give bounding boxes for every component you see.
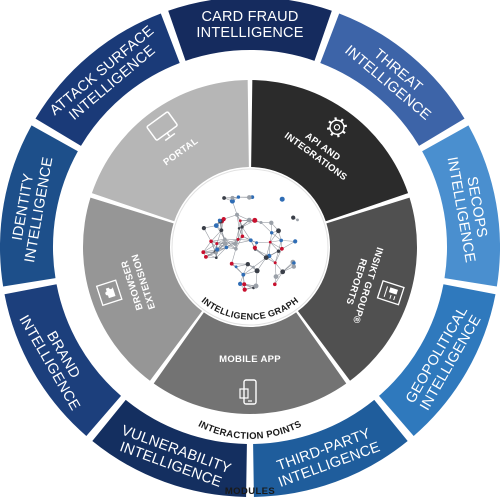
- monitor-icon: [146, 111, 178, 142]
- module-segment: [378, 284, 496, 436]
- interaction-points-label: INTERACTION POINTS: [196, 419, 303, 442]
- network-graph-icon: [201, 195, 299, 292]
- intelligence-graph-hub: INTELLIGENCE GRAPH: [171, 168, 329, 326]
- interaction-point-insikt-group-reports: INSIKT GROUP®REPORTS: [297, 197, 418, 381]
- module-segment: [422, 125, 500, 287]
- report-document-icon: [376, 279, 405, 306]
- interaction-point-api-and-integrations: API ANDINTEGRATIONS: [251, 80, 409, 222]
- module-segment: [0, 125, 78, 287]
- interaction-point-segment: [297, 197, 418, 381]
- module-vulnerability-intelligence: VULNERABILITYINTELLIGENCE: [92, 399, 247, 497]
- interaction-point-segment: [83, 197, 203, 381]
- module-segment: [320, 13, 465, 146]
- interaction-point-segment: [153, 312, 347, 414]
- module-third-party-intelligence: THIRD-PARTYINTELLIGENCE: [253, 399, 408, 497]
- mobile-phone-icon: [239, 379, 257, 405]
- module-segment: [4, 284, 122, 436]
- gear-icon: [326, 117, 348, 138]
- module-secops-intelligence: SECOPSINTELLIGENCE: [422, 125, 500, 287]
- interaction-point-segment: [251, 80, 409, 222]
- interaction-point-segment: [91, 80, 249, 222]
- module-segment: [253, 399, 408, 497]
- modules-label: MODULES: [224, 486, 276, 497]
- puzzle-piece-icon: [95, 279, 123, 307]
- module-segment: [35, 13, 180, 146]
- module-segment: [92, 399, 247, 497]
- interaction-point-label: MOBILE APP: [219, 354, 281, 365]
- interaction-point-browser-extension: BROWSEREXTENSION: [83, 197, 203, 381]
- interaction-point-portal: PORTAL: [91, 80, 249, 222]
- interaction-point-mobile-app: MOBILE APP: [153, 312, 347, 414]
- module-segment: [168, 0, 332, 61]
- module-identity-intelligence: IDENTITYINTELLIGENCE: [0, 125, 78, 287]
